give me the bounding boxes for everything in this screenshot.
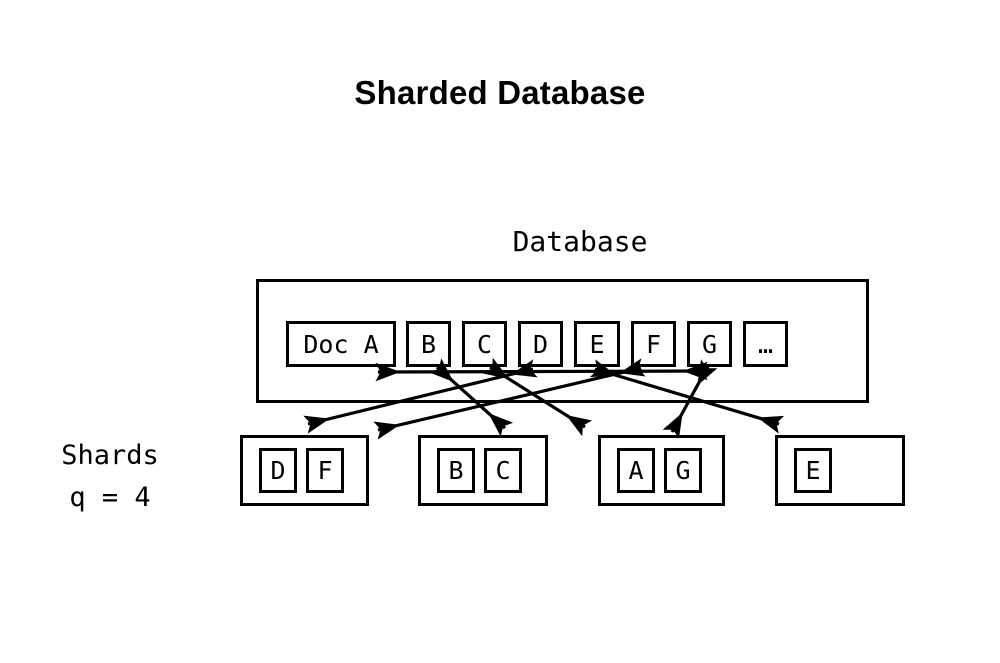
shards-label: Shards q = 4 (10, 440, 210, 513)
shard-container: E (775, 435, 905, 506)
document-chip: E (574, 321, 620, 367)
document-chip: C (462, 321, 507, 367)
shard-document-chip: A (617, 448, 655, 493)
shards-label-line1: Shards (61, 440, 159, 471)
shard-document-chip: E (794, 448, 832, 493)
document-chip: F (631, 321, 676, 367)
shards-quantity-label: q = 4 (69, 482, 151, 513)
shard-document-chip: F (306, 448, 344, 493)
document-chip: B (406, 321, 451, 367)
document-chip: … (743, 321, 788, 367)
document-chip: G (687, 321, 732, 367)
document-chip: Doc A (286, 321, 396, 367)
shard-document-chip: G (664, 448, 702, 493)
page-title: Sharded Database (354, 74, 646, 111)
shard-document-chip: C (484, 448, 522, 493)
shard-document-chip: D (259, 448, 297, 493)
shard-document-chip: B (437, 448, 475, 493)
database-caption: Database (512, 225, 648, 258)
document-chip: D (518, 321, 563, 367)
